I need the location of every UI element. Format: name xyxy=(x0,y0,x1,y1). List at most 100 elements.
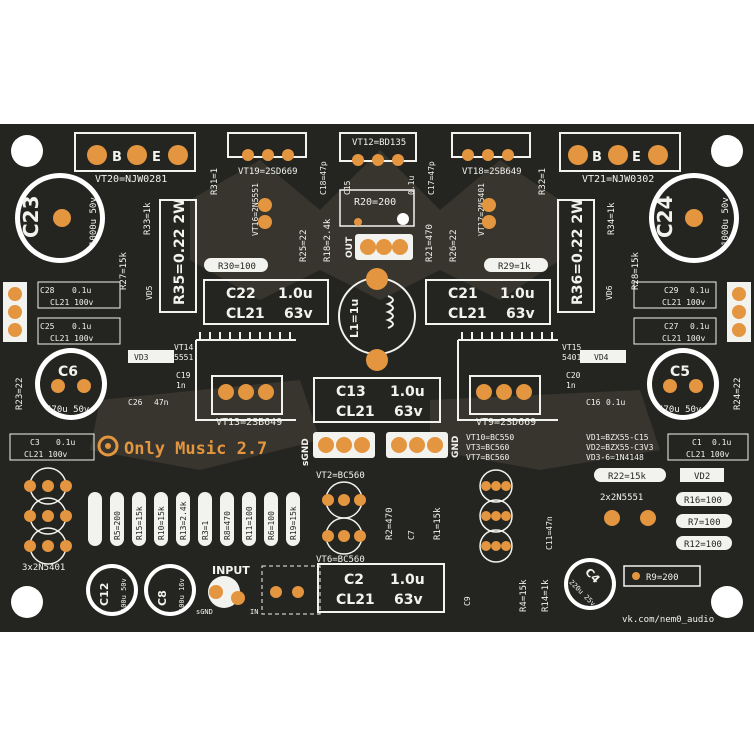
c29-type: CL21 100v xyxy=(662,298,706,307)
r12-label: R12=100 xyxy=(684,540,722,550)
r28-label: R28=15k xyxy=(631,251,641,290)
sgnd-label: sGND xyxy=(196,608,213,616)
c24-capacitor: C24 1000u 50v xyxy=(649,173,739,263)
c6-label: C6 xyxy=(58,364,78,380)
r33-label: R33=1k xyxy=(143,202,153,235)
r19-label: R19=15k xyxy=(289,506,298,540)
c16-value: 0.1u xyxy=(606,398,625,407)
mount-hole-icon xyxy=(11,135,43,167)
c13-voltage: 63v xyxy=(394,404,423,420)
footer-link: vk.com/nem0_audio xyxy=(622,615,714,625)
vd3-label: VD3 xyxy=(134,353,149,362)
c21-film-capacitor: C21 1.0u CL21 63v xyxy=(425,279,551,325)
c13-value: 1.0u xyxy=(390,384,425,400)
r3-label: R3=1 xyxy=(201,521,210,540)
c6-capacitor: C6 470u 50v xyxy=(35,348,107,420)
r12-resistor: R12=100 xyxy=(676,536,732,550)
input-connector: INPUT sGND IN xyxy=(196,564,258,616)
r22-resistor: R22=15k xyxy=(594,468,666,482)
vd4-diode: VD4 xyxy=(580,350,626,363)
r21-label: R21=470 xyxy=(425,224,435,262)
r6-label: R6=100 xyxy=(267,511,276,540)
vt7-list: VT7=BC560 xyxy=(466,453,510,462)
c16-label: C16 xyxy=(586,398,601,407)
l1-inductor: L1=1u xyxy=(338,268,416,371)
r34-label: R34=1k xyxy=(607,202,617,235)
c8-capacitor: C8 100u 16v xyxy=(144,564,196,616)
vd3-diode: VD3 xyxy=(128,350,174,363)
gnd-label: GND xyxy=(451,436,461,458)
c18-label: C18=47p xyxy=(319,161,328,195)
vt12-label: VT12=BD135 xyxy=(352,138,406,148)
c25-capacitor: C25 0.1u CL21 100v xyxy=(37,317,121,345)
c25-label: C25 xyxy=(40,322,55,331)
r2-label: R2=470 xyxy=(385,507,395,540)
r5-label: R5=200 xyxy=(113,511,122,540)
r10-label: R10=15k xyxy=(157,506,166,540)
c23-label: C23 xyxy=(19,195,43,238)
c12-label: C12 xyxy=(98,583,111,606)
r25-label: R25=22 xyxy=(299,229,309,262)
n5401-label: 3x2N5401 xyxy=(22,563,65,573)
sgnd-label-top: sGND xyxy=(301,438,311,466)
r35-resistor: R35=0.22 2W xyxy=(159,198,197,313)
vt3-list: VT3=BC560 xyxy=(466,443,510,452)
c15-value: 0.1u xyxy=(407,176,416,195)
c29-capacitor: C29 0.1u CL21 100v xyxy=(633,281,717,309)
right-power-connector xyxy=(727,282,751,342)
vt20-footprint: B E VT20=NJW0281 xyxy=(74,132,196,185)
left-power-connector xyxy=(3,282,27,342)
c1-label: C1 xyxy=(692,438,702,447)
r29-label: R29=1k xyxy=(498,262,531,272)
c25-type: CL21 100v xyxy=(50,334,94,343)
copper-pour xyxy=(90,150,660,470)
l1-label: L1=1u xyxy=(348,299,361,338)
c22-film-capacitor: C22 1.0u CL21 63v xyxy=(203,279,329,325)
vt6-label: VT6=BC560 xyxy=(316,555,365,565)
c26-label: C26 xyxy=(128,398,143,407)
vt15-label: VT15 xyxy=(562,343,581,352)
c5-value: 470u 50v xyxy=(658,405,701,415)
c29-label: C29 xyxy=(664,286,679,295)
r1-label: R1=15k xyxy=(433,507,443,540)
c3-type: CL21 100v xyxy=(24,450,68,459)
vt19-footprint: VT19=2SD669 xyxy=(227,132,307,177)
c1-value: 0.1u xyxy=(712,438,731,447)
vd5-label: VD5 xyxy=(145,285,154,300)
c17-label: C17=47p xyxy=(427,161,436,195)
c20-label: C20 xyxy=(566,371,581,380)
c2-value: 1.0u xyxy=(390,572,425,588)
mount-hole-icon xyxy=(711,135,743,167)
logo-icon xyxy=(97,435,119,457)
vd3-list: VD3-6=1N4148 xyxy=(586,453,644,462)
c21-label: C21 xyxy=(448,286,478,302)
gnd-connector-right: GND xyxy=(386,432,461,458)
vt10-list: VT10=BC550 xyxy=(466,433,514,442)
r31-label: R31=1 xyxy=(210,168,220,195)
r7-resistor: R7=100 xyxy=(676,514,732,528)
r11-label: R11=100 xyxy=(245,506,254,540)
r26-label: R26=22 xyxy=(449,229,459,262)
c24-value: 1000u 50v xyxy=(721,197,731,246)
c13-label: C13 xyxy=(336,384,366,400)
vd4-label: VD4 xyxy=(594,353,609,362)
c12-capacitor: C12 100u 50v xyxy=(86,564,138,616)
c3-label: C3 xyxy=(30,438,40,447)
c4-capacitor: C4 220u 25v xyxy=(564,558,616,610)
gnd-connector-left: sGND xyxy=(301,432,375,466)
in-label: IN xyxy=(250,608,258,616)
c27-capacitor: C27 0.1u CL21 100v xyxy=(633,317,717,345)
vt18-label: VT18=2SB649 xyxy=(462,167,522,177)
c21-value: 1.0u xyxy=(500,286,535,302)
vt18-footprint: VT18=2SB649 xyxy=(451,132,531,177)
c27-value: 0.1u xyxy=(690,322,709,331)
vd6-label: VD6 xyxy=(605,285,614,300)
svg-text:B: B xyxy=(592,150,602,165)
c2-type: CL21 xyxy=(336,592,375,608)
vt20-label: VT20=NJW0281 xyxy=(95,174,167,185)
input-label: INPUT xyxy=(212,564,250,577)
r7-label: R7=100 xyxy=(688,518,721,528)
c9-label: C9 xyxy=(463,596,472,606)
r29-resistor: R29=1k xyxy=(484,258,548,272)
c22-voltage: 63v xyxy=(284,306,313,322)
